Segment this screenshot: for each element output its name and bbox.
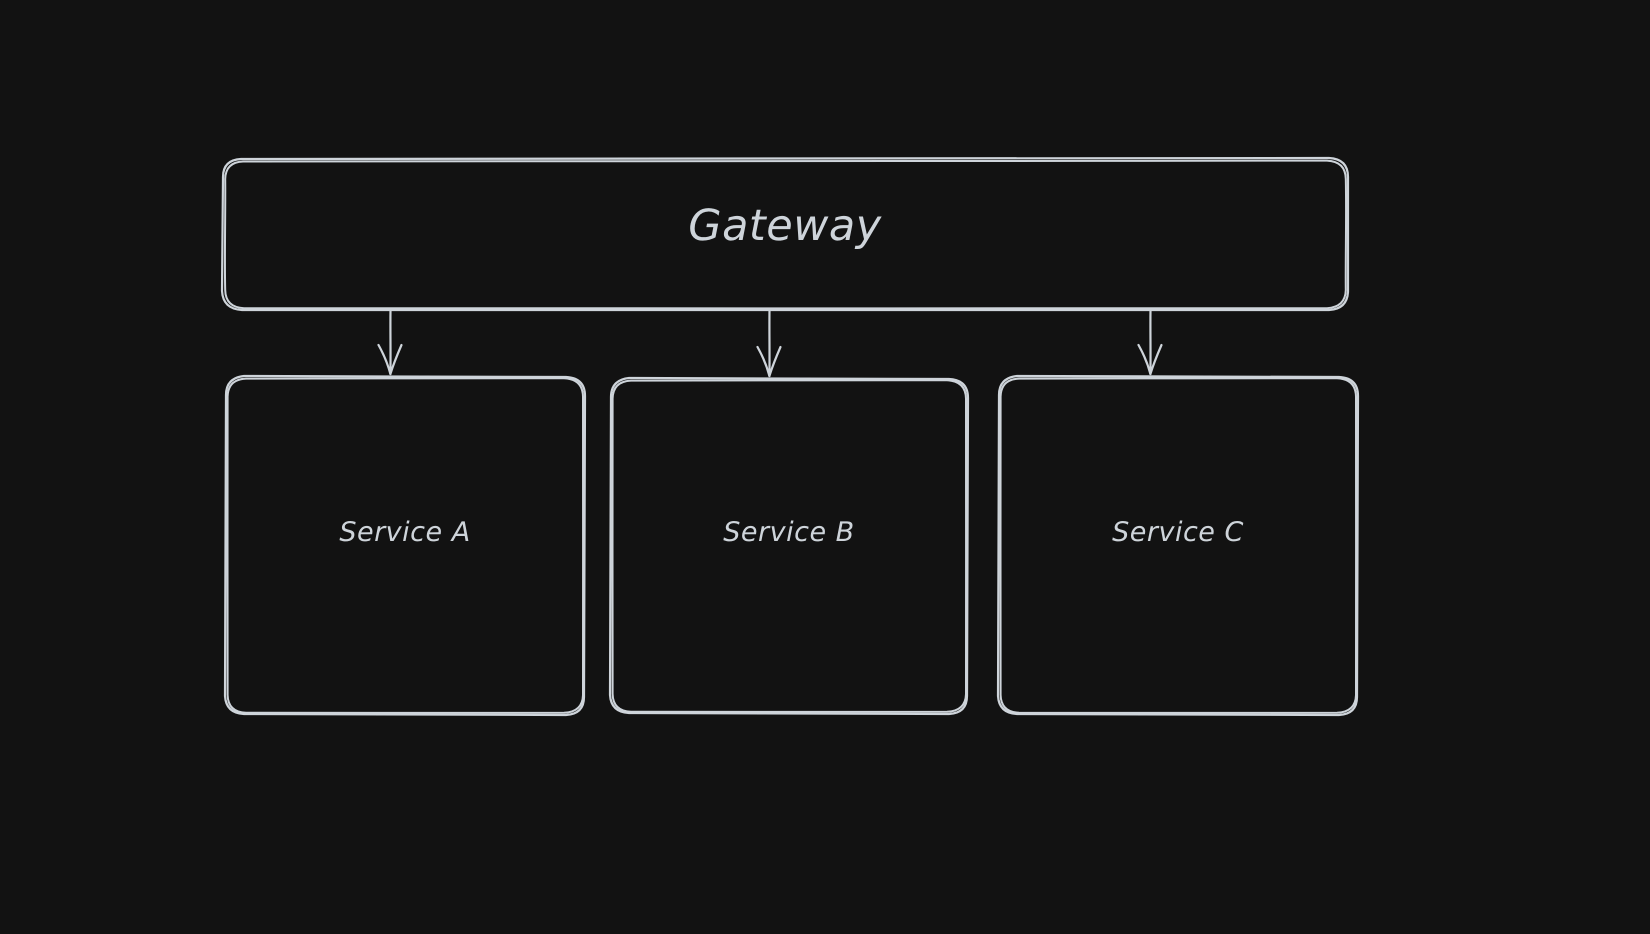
edge-gateway-to-service-a[interactable] — [377, 309, 403, 376]
service-b-node-shape[interactable] — [608, 376, 970, 716]
edge-gateway-to-service-c[interactable] — [1137, 309, 1163, 376]
gateway-node-shape[interactable] — [220, 156, 1350, 312]
service-c-node-shape[interactable] — [996, 374, 1360, 717]
edge-gateway-to-service-b[interactable] — [756, 309, 782, 378]
service-a-node-shape[interactable] — [223, 374, 587, 717]
